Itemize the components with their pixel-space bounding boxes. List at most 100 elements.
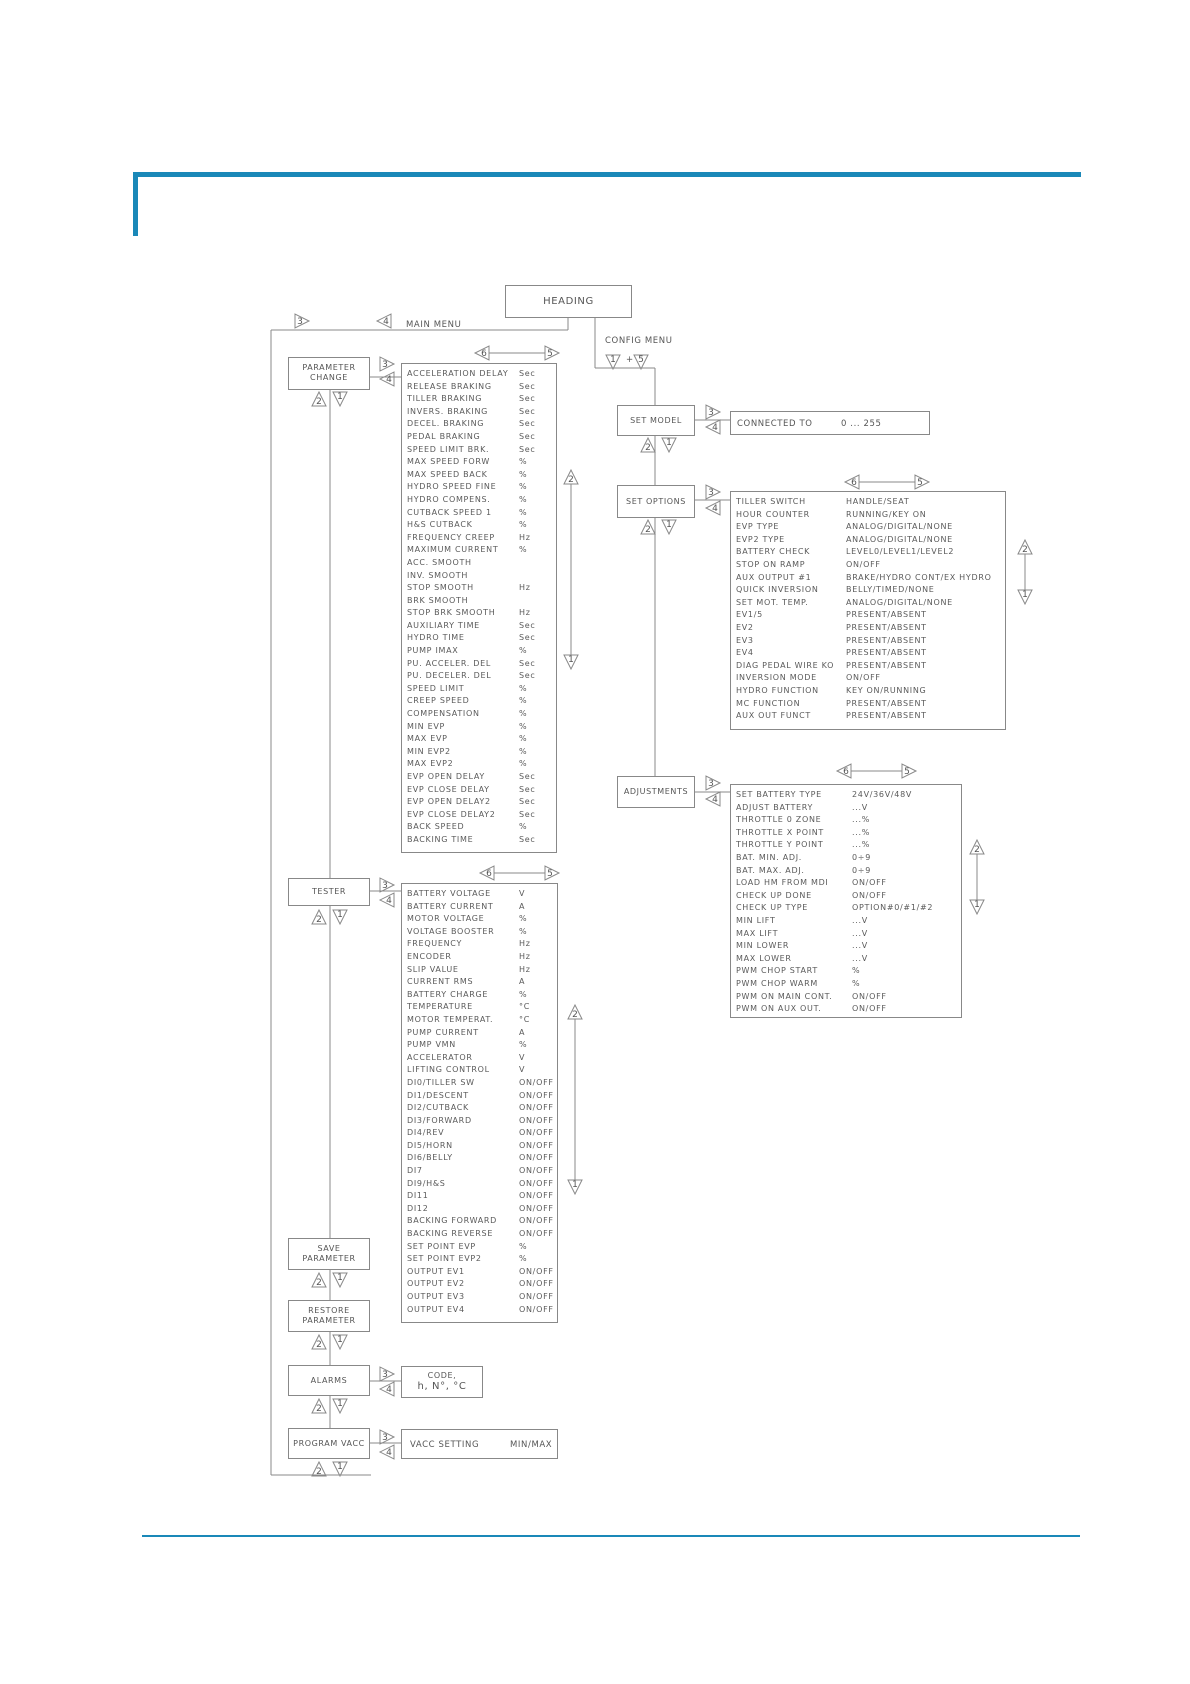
param-unit: ON/OFF [519, 1090, 554, 1100]
param-name: EVP CLOSE DELAY [407, 784, 490, 794]
param-name: AUX OUT FUNCT [736, 711, 811, 721]
key-number: 3 [297, 317, 303, 327]
key-down-icon: 1 [567, 1179, 583, 1196]
param-name: DI2/CUTBACK [407, 1103, 469, 1113]
param-unit: % [519, 507, 528, 517]
parameter-change-row: BRK SMOOTH [407, 595, 556, 608]
key-number: 6 [851, 478, 857, 488]
param-unit: V [519, 889, 526, 898]
param-name: PUMP VMN [407, 1040, 456, 1050]
param-unit: A [519, 1027, 526, 1037]
param-unit: % [519, 494, 528, 504]
param-name: TEMPERATURE [407, 1002, 473, 1012]
parameter-change-row: MIN EVP2% [407, 746, 556, 759]
set-options-box[interactable]: SET OPTIONS [617, 485, 695, 518]
param-name: BATTERY CHARGE [407, 989, 489, 999]
param-unit: V [519, 1052, 526, 1062]
main-menu-label: MAIN MENU [406, 320, 462, 330]
key-down-icon: 1 [563, 654, 579, 671]
param-unit: ON/OFF [519, 1166, 554, 1176]
parameter-change-row: CREEP SPEED% [407, 695, 556, 708]
key-down-icon: 1 [1017, 589, 1033, 606]
param-unit: Sec [519, 620, 536, 630]
set-options-label: SET OPTIONS [626, 497, 686, 506]
key-number: 5 [904, 767, 910, 777]
parameter-change-box[interactable]: PARAMETER CHANGE [288, 357, 370, 390]
param-name: BACKING REVERSE [407, 1229, 494, 1239]
param-name: OUTPUT EV2 [407, 1279, 465, 1289]
adjustments-box[interactable]: ADJUSTMENTS [617, 776, 695, 808]
key-number: 2 [316, 397, 322, 407]
param-name: STOP SMOOTH [407, 583, 474, 593]
tester-row: MOTOR TEMPERAT.°C [407, 1014, 557, 1027]
param-unit: Sec [519, 772, 536, 781]
parameter-change-row: INV. SMOOTH [407, 570, 556, 583]
key-number: 1 [337, 1462, 343, 1472]
key-number: 1 [610, 355, 616, 365]
adjustments-row: PWM CHOP WARM% [736, 978, 961, 991]
param-name: MAX EVP [407, 734, 448, 744]
key-right-icon: 3 [379, 1429, 396, 1445]
param-unit: PRESENT/ABSENT [846, 622, 927, 632]
parameter-change-row: MAX EVP% [407, 733, 556, 746]
param-name: EVP OPEN DELAY2 [407, 797, 491, 807]
key-down-icon: 1 [332, 1272, 348, 1289]
save-parameter-line1: SAVE [317, 1244, 341, 1253]
key-number: 4 [386, 1385, 392, 1395]
param-unit: % [519, 746, 528, 756]
param-unit: Hz [519, 951, 531, 961]
key-down-icon: 1 [661, 519, 677, 536]
vacc-setting-value: MIN/MAX [510, 1440, 553, 1450]
key-down-icon: 1 [332, 1461, 348, 1478]
param-unit: Sec [519, 834, 536, 844]
param-unit: Hz [519, 964, 531, 974]
program-vacc-box[interactable]: PROGRAM VACC [288, 1428, 370, 1459]
param-name: CREEP SPEED [407, 696, 470, 706]
param-unit: % [519, 696, 528, 706]
param-unit: % [852, 978, 861, 988]
param-name: CHECK UP TYPE [736, 903, 809, 913]
param-name: EV1/5 [736, 610, 763, 620]
connected-to-value: 0 ... 255 [841, 419, 882, 429]
param-name: BACKING FORWARD [407, 1216, 498, 1226]
key-right-icon: 3 [379, 356, 396, 372]
param-unit: A [519, 901, 526, 911]
param-name: DIAG PEDAL WIRE KO [736, 660, 835, 670]
set-model-box[interactable]: SET MODEL [617, 405, 695, 436]
restore-parameter-box[interactable]: RESTORE PARAMETER [288, 1300, 370, 1332]
set-options-row: SET MOT. TEMP.ANALOG/DIGITAL/NONE [736, 597, 1005, 610]
param-unit: A [519, 977, 526, 987]
param-name: MIN LOWER [736, 941, 790, 951]
tester-row: VOLTAGE BOOSTER% [407, 926, 557, 939]
save-parameter-box[interactable]: SAVE PARAMETER [288, 1238, 370, 1270]
adjustments-row: THROTTLE 0 ZONE...% [736, 814, 961, 827]
tester-box[interactable]: TESTER [288, 878, 370, 906]
param-name: MAX SPEED FORW [407, 457, 490, 467]
alarms-box[interactable]: ALARMS [288, 1365, 370, 1396]
param-unit: % [519, 914, 528, 924]
connected-to-box: CONNECTED TO 0 ... 255 [730, 411, 930, 435]
param-unit: Sec [519, 394, 536, 404]
parameter-change-row: PUMP IMAX% [407, 645, 556, 658]
param-name: LIFTING CONTROL [407, 1065, 490, 1075]
param-unit: BRAKE/HYDRO CONT/EX HYDRO [846, 572, 992, 582]
connector-lines [270, 318, 1026, 1476]
param-name: DI7 [407, 1166, 423, 1176]
param-unit: ON/OFF [519, 1292, 554, 1301]
